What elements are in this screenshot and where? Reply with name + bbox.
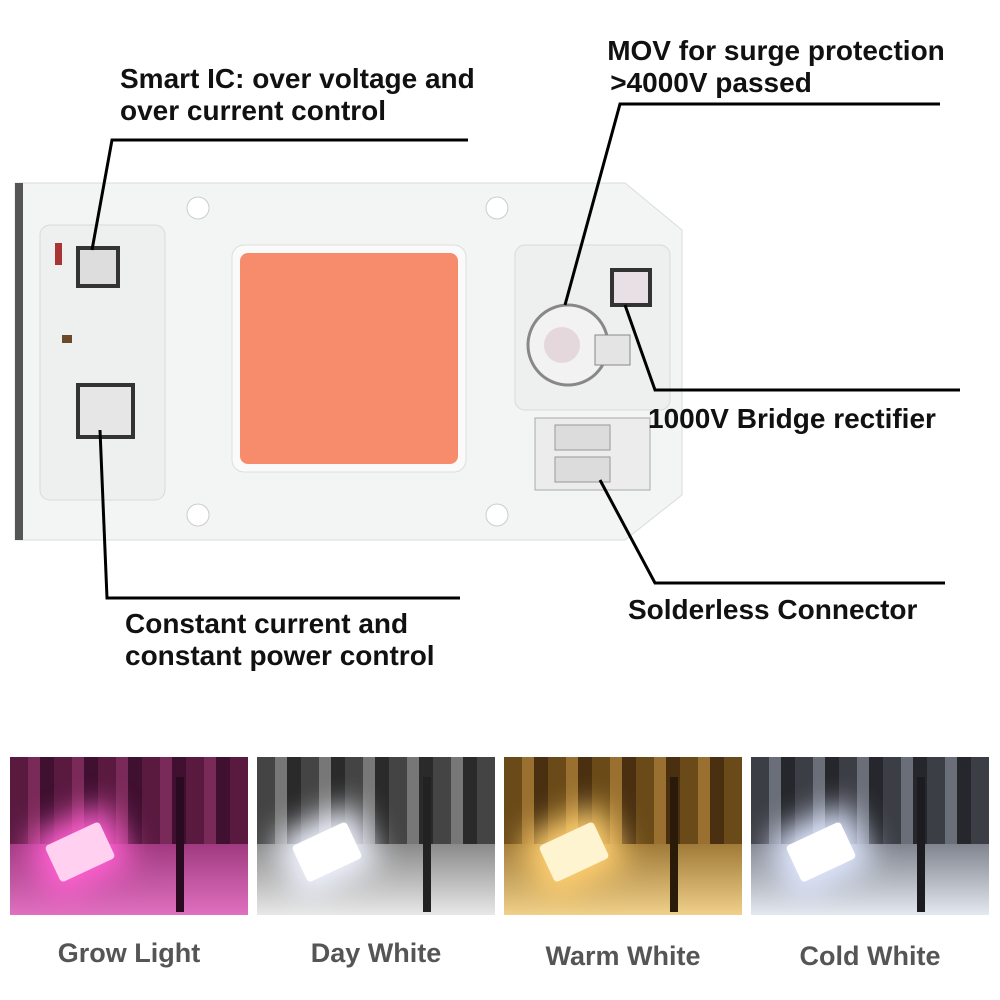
bridge-label: 1000V Bridge rectifier: [648, 403, 936, 434]
photo-cold-white: [751, 757, 989, 915]
photo-grow-light: [10, 757, 248, 915]
mov-core: [544, 327, 580, 363]
label-line: >4000V passed: [610, 67, 812, 98]
caption-cold-white: Cold White: [799, 941, 941, 971]
resistor: [55, 243, 62, 265]
smart-ic-chip: [76, 246, 120, 288]
connector-label: Solderless Connector: [628, 594, 918, 625]
mov-lead: [594, 334, 631, 366]
leader-lines: [90, 102, 960, 600]
caption-day-white: Day White: [310, 938, 442, 968]
connector-slot: [554, 424, 611, 451]
mount-hole: [186, 503, 210, 527]
label-line: Smart IC: over voltage and: [120, 63, 475, 94]
mount-hole: [186, 196, 210, 220]
capacitor: [62, 335, 72, 343]
mount-hole: [485, 196, 509, 220]
board-edge: [15, 183, 23, 540]
connector-slot: [554, 456, 611, 483]
photo-warm-white: [504, 757, 742, 915]
caption-grow-light: Grow Light: [57, 938, 201, 968]
mov-label: MOV for surge protection >4000V passed: [576, 35, 976, 99]
led-board-diagram: [14, 102, 960, 600]
mount-hole: [485, 503, 509, 527]
label-line: constant power control: [125, 640, 435, 671]
caption-warm-white: Warm White: [545, 941, 701, 971]
photo-day-white: [257, 757, 495, 915]
constant-current-chip: [76, 383, 135, 439]
label-line: MOV for surge protection: [607, 35, 945, 66]
led-chip: [240, 253, 458, 464]
label-line: over current control: [120, 95, 387, 126]
label-line: Constant current and: [125, 608, 409, 639]
smart-ic-label: Smart IC: over voltage and over current …: [120, 63, 475, 127]
constant-label: Constant current and constant power cont…: [125, 608, 435, 672]
bridge-rectifier-chip: [610, 268, 652, 307]
